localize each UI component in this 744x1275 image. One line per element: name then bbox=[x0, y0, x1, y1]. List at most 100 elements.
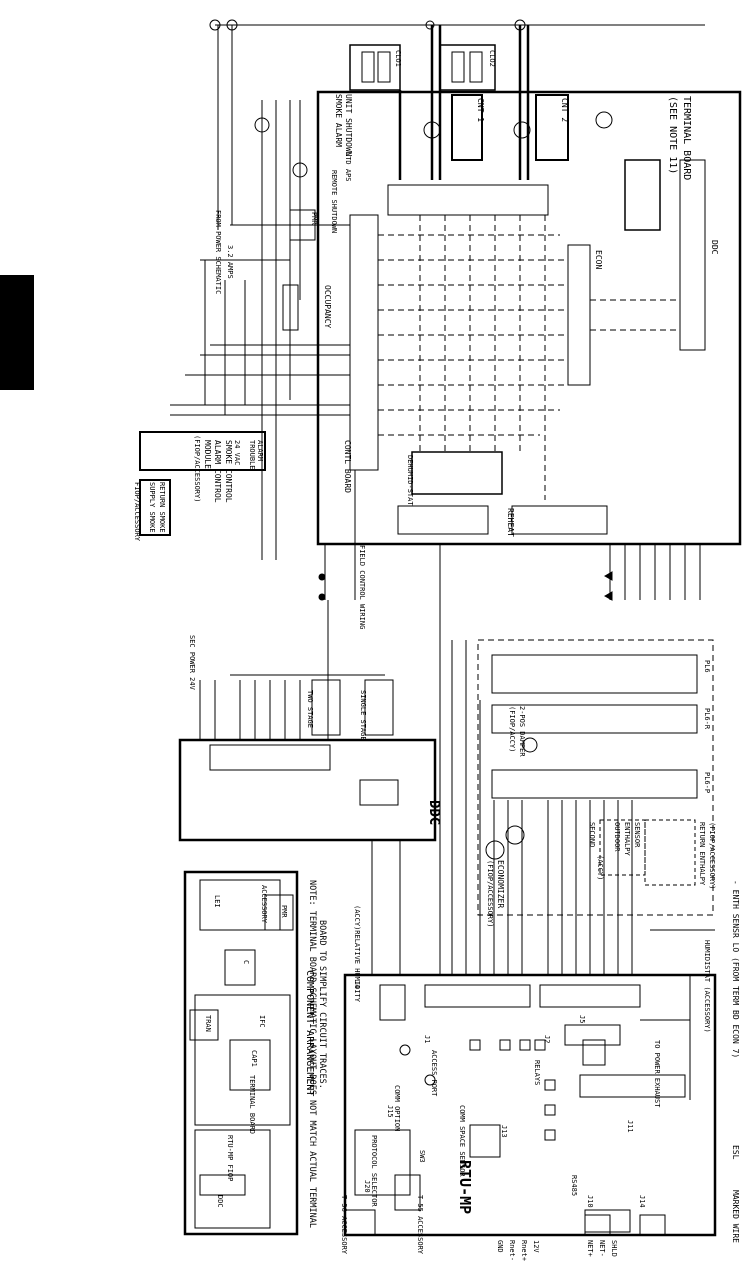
reheat-label: REHEAT bbox=[506, 508, 515, 537]
j4-label: J4 bbox=[353, 980, 361, 988]
economizer-region bbox=[477, 639, 714, 916]
t56-label: T-56 ACCESSORY bbox=[340, 1195, 348, 1255]
component-arrangement-panel bbox=[183, 870, 299, 1236]
pl6p-label: PL6-P bbox=[703, 772, 711, 793]
humidistat-label: HUMIDISTAT (ACCESSORY) bbox=[703, 940, 711, 1033]
smoke-control-label: SMOKE CONTROL bbox=[224, 440, 233, 503]
comm-option-label: COMM OPTION bbox=[393, 1085, 401, 1131]
outdoor-enthalpy-label: OUTDOOR bbox=[613, 822, 621, 852]
power-exhaust-label: TO POWER EXHAUST bbox=[653, 1040, 661, 1108]
arrangement-ifc: IFC bbox=[258, 1015, 266, 1028]
alarm-control-label: ALARM CONTROL bbox=[213, 440, 222, 503]
label-layer: TERMINAL BOARD (SEE NOTE 11) CONTL BOARD… bbox=[133, 50, 740, 1261]
supply-smoke-label: SUPPLY SMOKE bbox=[148, 482, 156, 533]
sec-power-label: SEC POWER 24V bbox=[188, 635, 196, 691]
clo2-box bbox=[439, 44, 496, 91]
enthalpy-accy-label: (ACCY) bbox=[596, 855, 604, 880]
relays-label: RELAYS bbox=[533, 1060, 541, 1085]
return-enthalpy-label: RETURN ENTHALPY bbox=[698, 822, 706, 886]
smoke-alarm-label: SMOKE ALARM bbox=[334, 94, 343, 147]
reheat2-strip bbox=[397, 505, 489, 535]
occupancy-label: OCCUPANCY bbox=[323, 285, 332, 329]
rtu-mp-board bbox=[343, 973, 717, 1237]
contl-board-label: CONTL BOARD bbox=[343, 440, 352, 493]
cnt1-box bbox=[451, 94, 483, 161]
enthalpy-sensor-label: SENSOR bbox=[633, 822, 641, 848]
upper-schematic bbox=[139, 19, 742, 601]
econ-label: ECON bbox=[594, 250, 603, 269]
protocol-selector-label: PROTOCOL SELECTOR bbox=[370, 1135, 378, 1207]
smoke-control-module bbox=[139, 431, 266, 471]
section-tab bbox=[0, 275, 34, 390]
dehumidistat-label: DEHUMID-STAT bbox=[406, 455, 414, 506]
cnt2-label: CNT 2 bbox=[560, 98, 569, 122]
economizer-label: ECONOMIZER bbox=[496, 860, 505, 908]
arrangement-rtu-mp: RTU-MP FIOP bbox=[226, 1135, 234, 1181]
shld-label: SHLD bbox=[610, 1240, 618, 1257]
terminal-board-subtitle: (SEE NOTE 11) bbox=[667, 96, 678, 174]
economizer-fiop-label: (FIOP/ACCESSORY) bbox=[486, 860, 494, 927]
pl6-strip bbox=[491, 654, 698, 694]
j10-label: J10 bbox=[586, 1195, 594, 1208]
arrangement-pmr: PMR bbox=[280, 905, 288, 918]
arrangement-accessory: ACCESSORY bbox=[260, 885, 268, 924]
j14-label: J14 bbox=[638, 1195, 646, 1208]
ddc-strip-label: DDC bbox=[710, 240, 719, 255]
unit-shutdown-label: UNIT SHUTDOWN bbox=[344, 94, 353, 157]
j11-label: J11 bbox=[626, 1120, 634, 1133]
cnt1-label: CNT 1 bbox=[476, 98, 485, 122]
pl6p-strip bbox=[491, 769, 698, 799]
j13-label: J13 bbox=[500, 1125, 508, 1138]
smoke-sensor-box bbox=[139, 479, 171, 536]
sat-box bbox=[624, 159, 661, 231]
rs485-label: RS485 bbox=[570, 1175, 578, 1196]
single-stage-box bbox=[364, 679, 394, 736]
lower-schematic bbox=[178, 600, 717, 1237]
t55-label: T-55 ACCESSORY bbox=[416, 1195, 424, 1255]
rh-accy-label: (ACCY)RELATIVE HUMIDITY bbox=[353, 905, 361, 1003]
j20-label: J20 bbox=[363, 1180, 371, 1193]
second-enthalpy-label: SECOND bbox=[588, 822, 596, 847]
ltd-aps-label: LTD APS bbox=[344, 152, 352, 182]
access-port-label: ACCESS PORT bbox=[430, 1050, 438, 1097]
sw3-label: SW3 bbox=[418, 1150, 426, 1163]
econ-terminal-strip bbox=[567, 244, 591, 386]
j1-label: J1 bbox=[423, 1035, 431, 1043]
two-stage-box bbox=[311, 679, 341, 736]
pmr-label: PMR bbox=[310, 212, 318, 225]
clo1-label: CLO1 bbox=[394, 50, 402, 67]
damper-label: 2-POS DAMPER bbox=[518, 706, 526, 757]
comm-space-sensor-label: COMM SPACE SENSOR bbox=[458, 1105, 466, 1177]
j5-label: J5 bbox=[578, 1015, 586, 1023]
marked-wire-badge: ESL bbox=[731, 1145, 740, 1160]
single-stage-label: SINGLE STAGE bbox=[359, 690, 367, 741]
amps-label: 3.2 AMPS bbox=[226, 245, 234, 279]
rnet-plus-label: Rnet+ bbox=[520, 1240, 528, 1261]
clo-terminals bbox=[387, 184, 549, 216]
rtu-mp-label: RTU-MP bbox=[456, 1160, 474, 1214]
module-label: MODULE bbox=[203, 440, 212, 469]
note-line-1: NOTE: TERMINAL BOARD SCHEMATIC LAYOUT DO… bbox=[307, 880, 317, 1228]
arrangement-cap1: CAP1 bbox=[250, 1050, 258, 1067]
vac-label: 24 VAC bbox=[233, 440, 241, 465]
field-control-wiring-label: FIELD CONTROL WIRING bbox=[358, 545, 366, 629]
net-minus-label: NET- bbox=[598, 1240, 606, 1257]
enthalpy-fiop-label: (FIOP/ACCESSORY) bbox=[708, 822, 716, 889]
reheat-strip bbox=[511, 505, 608, 535]
arrangement-terminal-board: TERMINAL BOARD bbox=[248, 1075, 256, 1134]
contl-board-strip bbox=[349, 214, 379, 471]
ddc-terminal-strip bbox=[679, 159, 706, 351]
marked-wire-label: MARKED WIRE bbox=[731, 1190, 740, 1243]
arrangement-title: COMPONENT ARRANGEMENT bbox=[304, 970, 315, 1096]
arrangement-ddc: DDC bbox=[216, 1195, 224, 1208]
terminal-board-title: TERMINAL BOARD bbox=[681, 96, 692, 180]
smoke-fiop-label: (FIOP/ACCESSORY) bbox=[193, 435, 201, 502]
marked-wire-tail: - ENTH SENSR LO (FROM TERM BD ECON 7) bbox=[731, 880, 740, 1058]
ddc-main-label: DDC bbox=[426, 800, 442, 825]
cnt2-box bbox=[535, 94, 569, 161]
net-plus-label: NET+ bbox=[586, 1240, 594, 1257]
ddc-module bbox=[178, 738, 437, 842]
power-schematic-label: FROM POWER SCHEMATIC bbox=[214, 210, 222, 294]
clo2-label: CLO2 bbox=[488, 50, 496, 67]
